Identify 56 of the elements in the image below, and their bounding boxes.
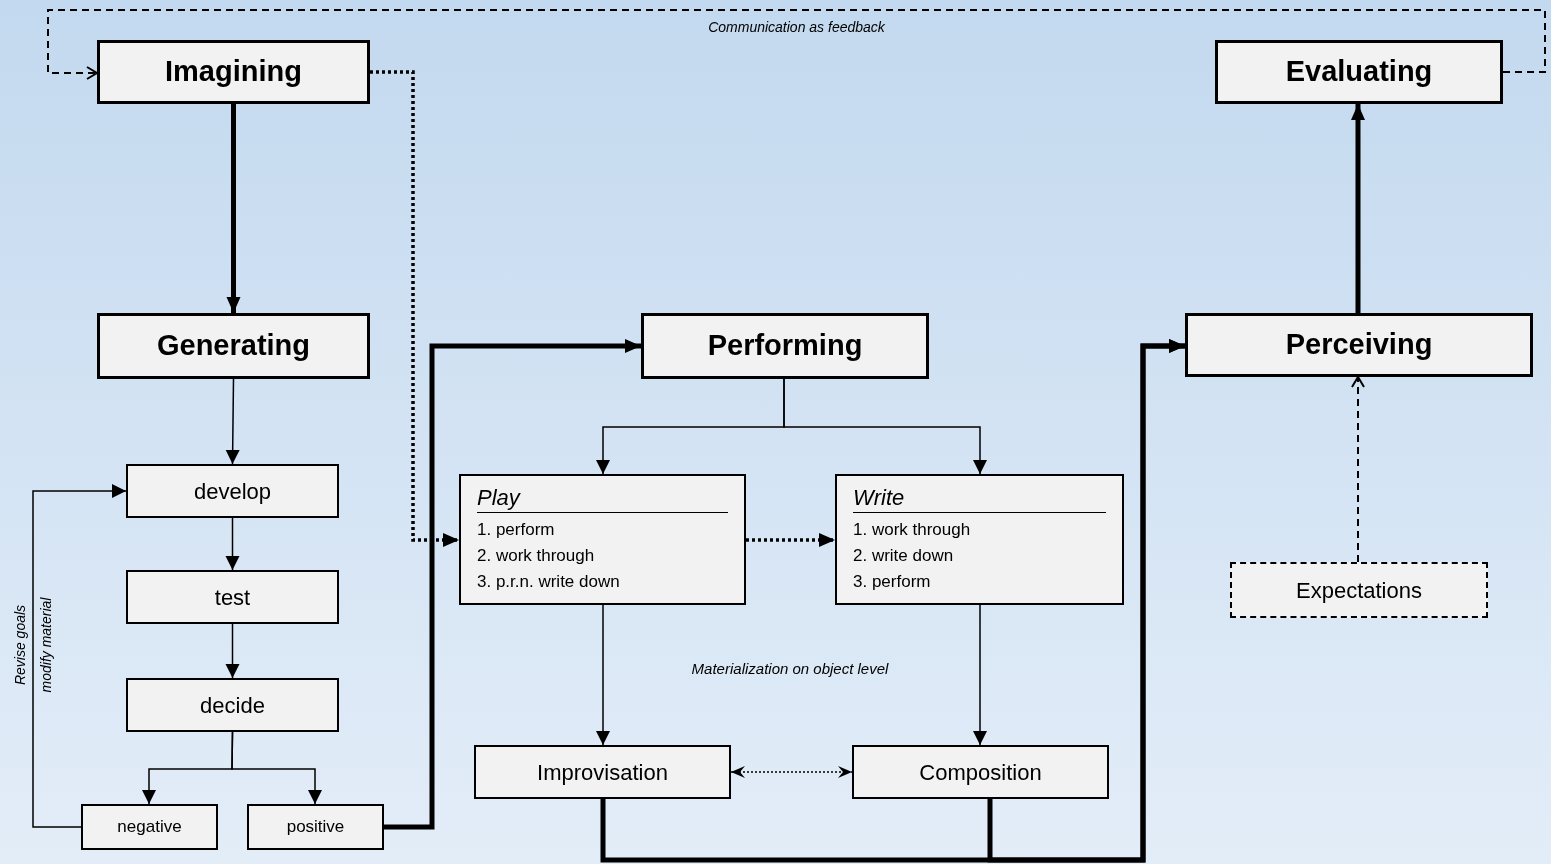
arrow [231,731,322,805]
edge-label: Revise goals modify material [11,596,55,695]
process-box [81,804,218,850]
process-box [1185,313,1533,377]
box-label: Generating [156,328,311,364]
box-label: Perceiving [1285,327,1433,363]
arrow [1351,104,1365,313]
dotted-arrow [370,70,459,547]
list-box [459,474,746,605]
dashed-arrow [1351,376,1365,563]
list-item: 1. work through [853,519,972,541]
box-label: positive [286,816,345,839]
arrow [973,604,987,746]
arrow [384,339,641,830]
box-heading: Play [477,484,728,513]
dashed-box [1230,562,1488,618]
annotation-text: Materialization on object level [690,659,890,679]
process-box [126,570,339,624]
arrow [225,623,240,679]
process-box [247,804,384,850]
dotted-arrow [746,533,835,547]
process-box [852,745,1109,799]
arrow [596,604,610,746]
list-item: 2. write down [853,545,955,567]
edge-label: Communication as feedback [707,18,886,37]
box-label: Expectations [1296,576,1422,605]
process-box [126,678,339,732]
box-label: Imagining [165,54,302,90]
list-item: 1. perform [477,519,556,541]
process-box [641,313,929,379]
box-label: negative [117,816,182,839]
box-label: Improvisation [537,758,668,787]
arrow [225,378,240,465]
process-box [126,464,339,518]
list-box [835,474,1124,605]
process-box [1215,40,1503,104]
box-label: Evaluating [1285,54,1433,90]
process-box [474,745,731,799]
box-label: develop [193,477,272,506]
arrow [987,339,1185,863]
process-box [97,40,370,104]
arrow [226,104,241,313]
box-heading: Write [853,484,1106,513]
box-label: Composition [919,758,1042,787]
arrow [32,484,127,828]
list-item: 2. work through [477,545,596,567]
box-label: test [214,583,251,612]
process-box [97,313,370,379]
dotted-arrow [730,766,853,778]
list-item: 3. perform [853,571,932,593]
box-label: Performing [707,328,863,364]
arrow [225,517,240,571]
arrow [783,378,987,475]
list-item: 3. p.r.n. write down [477,571,621,593]
box-label: decide [200,691,265,720]
dashed-arrow [47,9,1546,80]
